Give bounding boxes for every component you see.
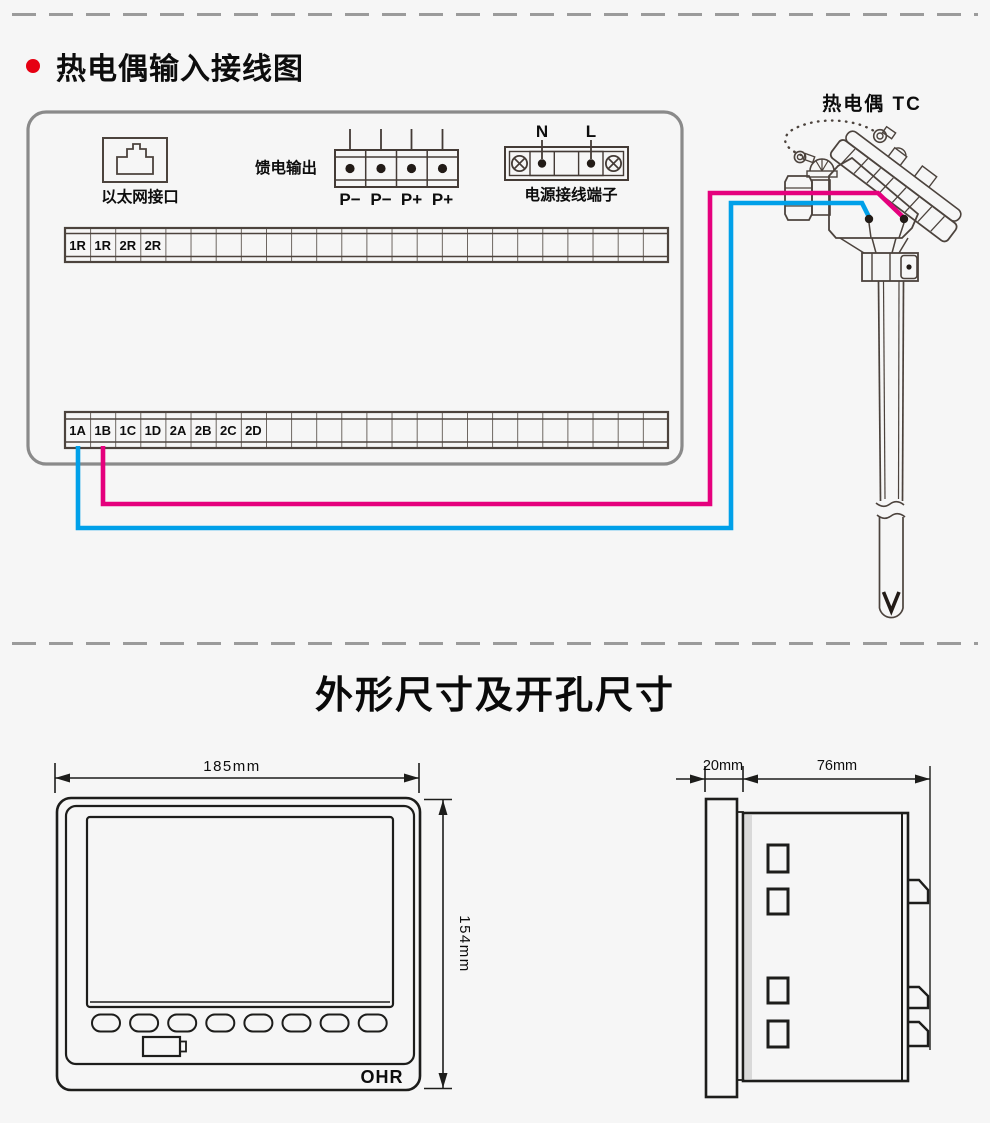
- thermocouple-label: 热电偶 TC: [822, 92, 922, 115]
- dashed-divider-middle: [12, 642, 978, 645]
- tc-terminal-post-left: [864, 214, 874, 224]
- arrow-right-icon: [690, 774, 705, 784]
- dashed-divider-top: [12, 13, 978, 16]
- power-terminal-n: N: [536, 122, 548, 141]
- ethernet-port-icon: [102, 137, 168, 183]
- relay-cell-3: 2R: [145, 238, 162, 253]
- red-bullet-icon: [26, 59, 40, 73]
- relay-cell-2: 2R: [119, 238, 136, 253]
- wire-positive-magenta: [100, 190, 905, 507]
- relay-terminal-strip: 1R 1R 2R 2R: [63, 226, 670, 264]
- feed-output-label: 馈电输出: [255, 158, 317, 177]
- power-terminal-block: [504, 140, 629, 181]
- arrow-up-icon: [438, 800, 448, 815]
- feed-terminal-0: P−: [339, 190, 360, 209]
- input-cell-1: 1B: [94, 423, 111, 438]
- input-cell-6: 2C: [220, 423, 237, 438]
- power-block-label: 电源接线端子: [524, 185, 618, 204]
- relay-cell-0: 1R: [69, 238, 86, 253]
- section1-header: 热电偶输入接线图: [26, 44, 304, 88]
- feed-output-block: [334, 129, 459, 188]
- feed-terminal-2: P+: [401, 190, 422, 209]
- chain-dotted-line: [783, 119, 879, 157]
- input-cell-5: 2B: [195, 423, 212, 438]
- ethernet-label: 以太网接口: [101, 187, 179, 206]
- relay-cell-1: 1R: [94, 238, 111, 253]
- input-terminal-strip: 1A 1B 1C 1D 2A 2B 2C 2D: [63, 410, 670, 450]
- power-terminal-l: L: [586, 122, 596, 141]
- brand-logo: OHR: [361, 1067, 404, 1087]
- arrow-left-icon: [55, 773, 70, 783]
- side-bezel-dim: 20mm: [703, 758, 743, 774]
- input-cell-7: 2D: [245, 423, 262, 438]
- side-connectors: [766, 843, 790, 1049]
- rear-panel-outline: [26, 110, 684, 466]
- front-width-dim: 185mm: [203, 758, 261, 775]
- side-view: [676, 766, 931, 1099]
- tc-terminal-post-right: [899, 214, 909, 224]
- input-cell-2: 1C: [119, 423, 136, 438]
- wiring-diagram: 以太网接口 馈电输出 P− P− P+ P+: [26, 92, 962, 619]
- front-buttons-row: [91, 1013, 388, 1033]
- feed-terminal-3: P+: [432, 190, 453, 209]
- screen: [85, 815, 395, 1009]
- input-cell-3: 1D: [145, 423, 162, 438]
- front-view: [54, 763, 452, 1092]
- wire-negative-blue: [75, 200, 872, 531]
- front-height-dim: 154mm: [456, 915, 473, 973]
- arrow-right-icon: [915, 774, 930, 784]
- usb-port-icon: [141, 1035, 187, 1058]
- arrow-down-icon: [438, 1073, 448, 1088]
- input-cell-0: 1A: [69, 423, 86, 438]
- arrow-right-icon: [404, 773, 419, 783]
- mounting-hooks: [908, 878, 930, 1048]
- side-body-dim: 76mm: [817, 758, 857, 774]
- thermocouple-probe-drawing: [783, 119, 962, 619]
- arrow-left-icon: [743, 774, 758, 784]
- section1-title: 热电偶输入接线图: [56, 53, 304, 86]
- dimension-drawings: 185mm 154mm OHR: [54, 758, 931, 1099]
- feed-terminal-1: P−: [370, 190, 391, 209]
- section2-title: 外形尺寸及开孔尺寸: [314, 675, 675, 717]
- input-cell-4: 2A: [170, 423, 187, 438]
